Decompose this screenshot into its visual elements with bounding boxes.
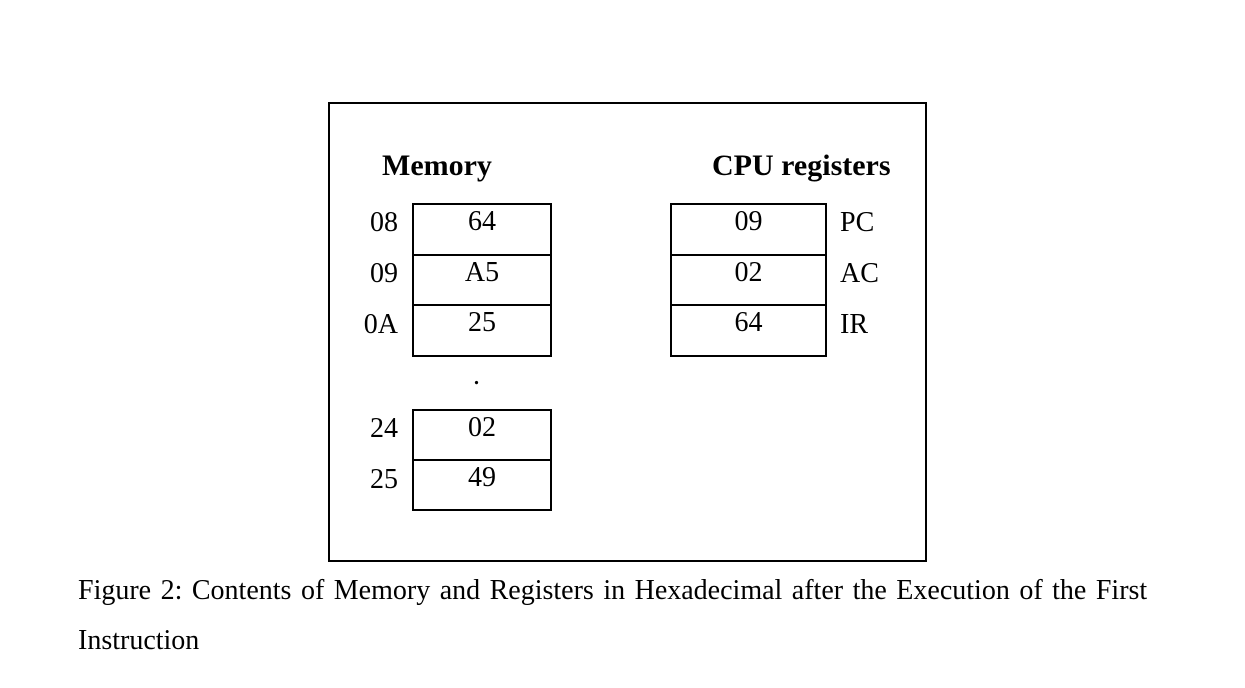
memory-table-upper: 64 A5 25: [412, 203, 552, 357]
memory-address-label-24: 24: [370, 413, 398, 444]
register-name-label-ac: AC: [840, 258, 879, 289]
memory-address-label-25: 25: [370, 464, 398, 495]
register-cell-ir: 64: [672, 304, 825, 355]
figure-caption-line-2: Instruction: [78, 625, 200, 656]
register-cell-pc: 09: [734, 206, 763, 237]
memory-ellipsis-dot: .: [473, 360, 480, 391]
memory-address-label-08: 08: [370, 207, 398, 238]
cpu-registers-table: 09 02 64: [670, 203, 827, 357]
memory-address-label-09: 09: [370, 258, 398, 289]
memory-cell-25: 49: [414, 459, 550, 509]
memory-cell-0a: 25: [414, 304, 550, 355]
cpu-registers-heading: CPU registers: [712, 149, 891, 182]
register-cell-ac: 02: [672, 253, 825, 305]
memory-heading: Memory: [382, 149, 492, 182]
memory-address-label-0a: 0A: [363, 309, 398, 340]
memory-cell-09: A5: [414, 253, 550, 305]
memory-cell-08: 64: [468, 206, 496, 237]
memory-cell-24: 02: [468, 412, 496, 443]
register-name-label-pc: PC: [840, 207, 875, 238]
memory-table-lower: 02 49: [412, 409, 552, 511]
figure-caption-line-1: Figure 2: Contents of Memory and Registe…: [78, 575, 1148, 606]
register-name-label-ir: IR: [840, 309, 868, 340]
